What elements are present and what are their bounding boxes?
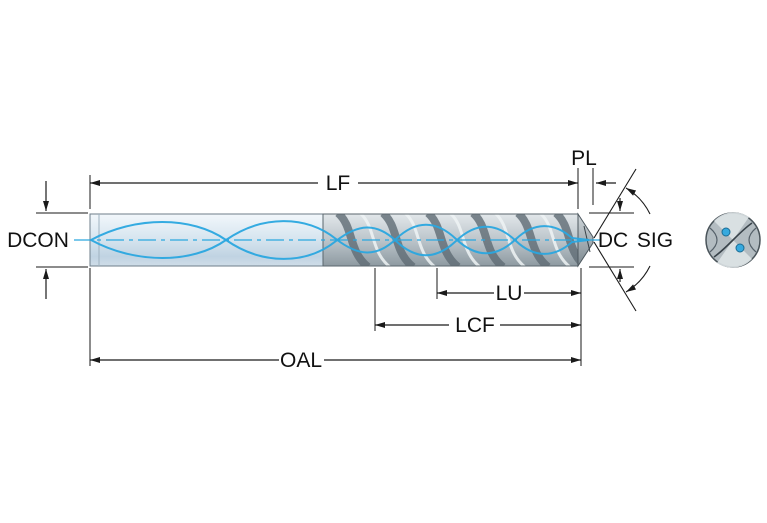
coolant-channel-upper bbox=[90, 221, 590, 260]
end-view-cutting-edge bbox=[713, 222, 753, 258]
dim-label-lu: LU bbox=[496, 282, 523, 305]
dim-label-lcf: LCF bbox=[455, 314, 495, 337]
drill-end-view bbox=[705, 212, 761, 268]
end-view-coolant-hole-top bbox=[721, 227, 731, 237]
pl-dimension: PL bbox=[571, 147, 616, 209]
coolant-channel-lower bbox=[90, 220, 590, 259]
oal-dimension: OAL bbox=[89, 268, 582, 372]
lu-dimension: LU bbox=[436, 268, 581, 305]
end-view-relief-face-top bbox=[714, 212, 749, 240]
angle-arc bbox=[625, 265, 651, 293]
drill-side-view bbox=[74, 212, 600, 268]
angle-arc bbox=[625, 187, 651, 215]
dim-label-dc: DC bbox=[598, 229, 628, 252]
dim-label-lf: LF bbox=[326, 172, 351, 195]
angle-extension-line bbox=[593, 168, 637, 239]
end-view-relief-face-bottom bbox=[717, 240, 752, 268]
lf-dimension: LF bbox=[89, 172, 578, 209]
flute-spirals bbox=[335, 213, 578, 267]
end-view-coolant-hole-bottom bbox=[735, 243, 745, 253]
dcon-dimension: DCON bbox=[7, 181, 88, 299]
coolant-channel-lines bbox=[90, 220, 590, 260]
lcf-dimension: LCF bbox=[374, 268, 581, 337]
dim-label-pl: PL bbox=[571, 147, 597, 170]
end-view-flute-right bbox=[748, 227, 757, 253]
dim-label-dcon: DCON bbox=[7, 229, 69, 252]
end-view-flute-left bbox=[709, 227, 718, 253]
dim-label-sig: SIG bbox=[637, 229, 673, 252]
angle-extension-line bbox=[593, 241, 637, 312]
dc-dimension: DC bbox=[589, 198, 634, 282]
dim-label-oal: OAL bbox=[280, 349, 322, 372]
sig-angle-dimension: SIG bbox=[593, 168, 673, 312]
